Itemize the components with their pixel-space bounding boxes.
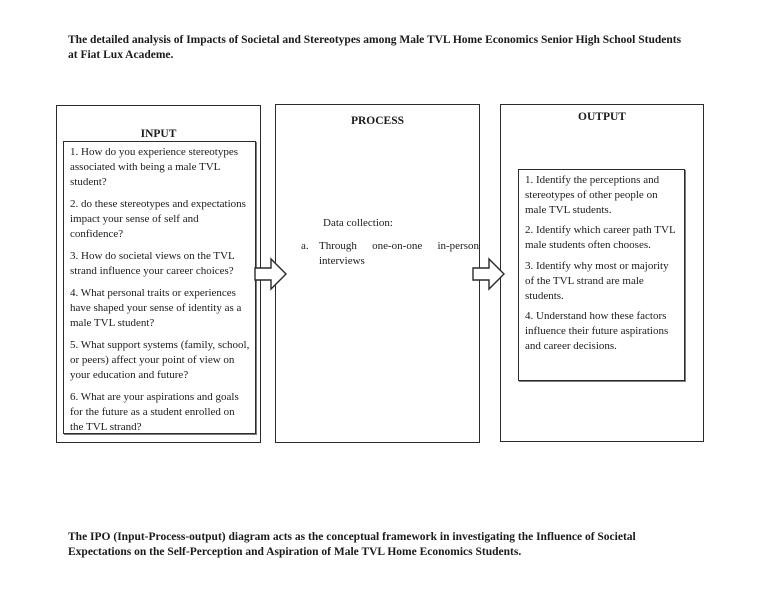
diagram-caption-line-1: The IPO (Input-Process-output) diagram a…: [68, 531, 636, 543]
arrow-right-icon: [254, 257, 287, 291]
input-questions-panel: 1. How do you experience stereotypes ass…: [63, 141, 256, 434]
output-box: OUTPUT 1. Identify the perceptions and s…: [500, 104, 704, 442]
diagram-caption-line-2: Expectations on the Self-Perception and …: [68, 546, 522, 558]
input-question-3: 3. How do societal views on the TVL stra…: [70, 250, 235, 277]
input-question-2: 2. do these stereotypes and expectations…: [70, 198, 246, 240]
output-item-1: 1. Identify the perceptions and stereoty…: [525, 174, 660, 216]
input-question-5: 5. What support systems (family, school,…: [70, 339, 250, 381]
data-collection-label: Data collection:: [323, 217, 393, 229]
output-items-panel: 1. Identify the perceptions and stereoty…: [518, 169, 685, 381]
page-title: The detailed analysis of Impacts of Soci…: [68, 33, 681, 63]
list-item-text: Through one-on-one in-person interviews: [319, 240, 479, 267]
output-item-2: 2. Identify which career path TVL male s…: [525, 224, 676, 252]
diagram-caption: The IPO (Input-Process-output) diagram a…: [68, 530, 636, 560]
input-question-6: 6. What are your aspirations and goals f…: [70, 391, 239, 433]
arrow-right-icon: [472, 257, 505, 291]
output-item-4: 4. Understand how these factors influenc…: [525, 310, 669, 352]
page-title-line-2: at Fiat Lux Academe.: [68, 49, 174, 61]
list-item-marker: a.: [301, 240, 309, 252]
output-heading: OUTPUT: [578, 111, 626, 123]
page-title-line-1: The detailed analysis of Impacts of Soci…: [68, 34, 682, 46]
input-heading: INPUT: [140, 128, 177, 140]
input-box: INPUT 1. How do you experience stereotyp…: [56, 105, 261, 443]
input-question-1: 1. How do you experience stereotypes ass…: [70, 146, 239, 188]
output-item-3: 3. Identify why most or majority of the …: [525, 259, 669, 302]
process-heading: PROCESS: [350, 115, 405, 127]
process-box: PROCESS Data collection: a. Through one-…: [275, 104, 480, 443]
process-list-item: a. Through one-on-one in-person intervie…: [301, 239, 479, 269]
input-question-4: 4. What personal traits or experiences h…: [70, 287, 242, 329]
